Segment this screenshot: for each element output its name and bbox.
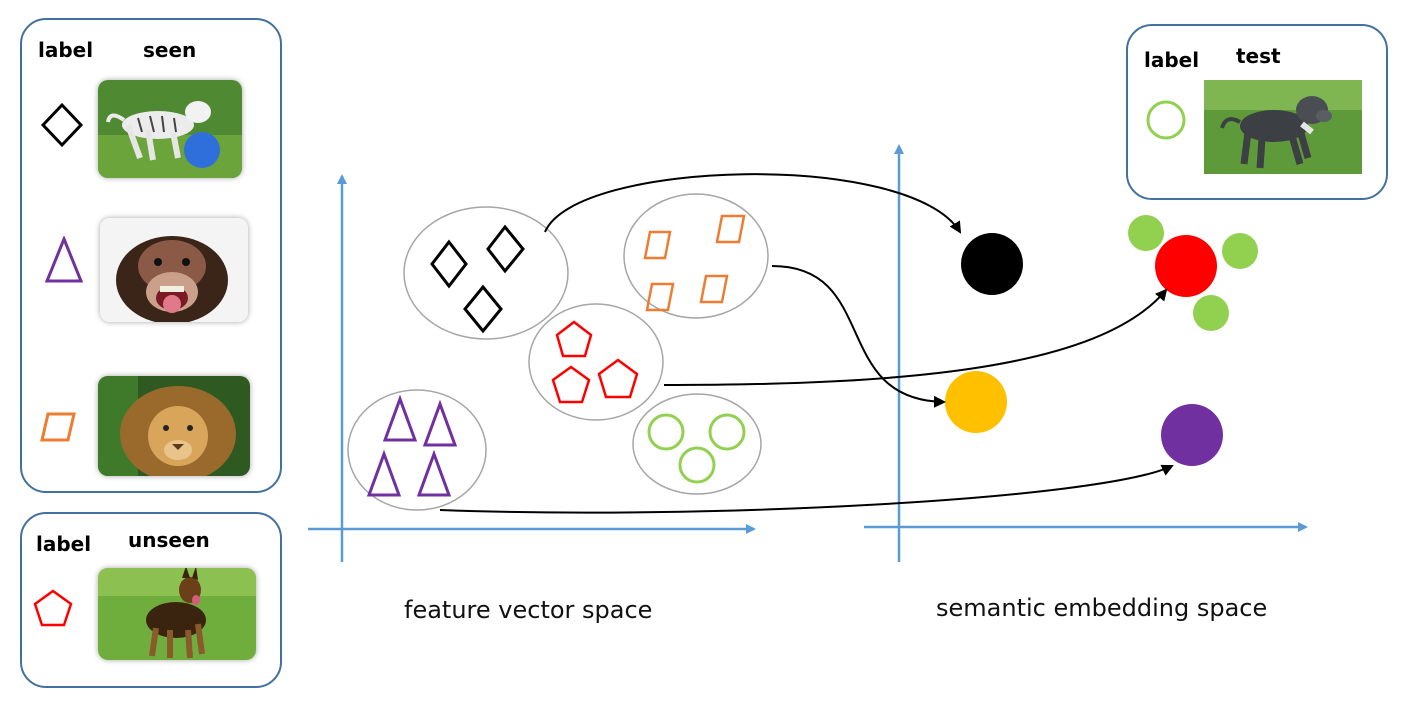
- test-panel: label test: [1126, 24, 1388, 200]
- diamond-icon: [463, 284, 503, 334]
- triangle-icon: [416, 449, 452, 497]
- green-test-embedding: [1128, 215, 1164, 251]
- parallelogram-cluster: [623, 193, 769, 319]
- circle-icon: [708, 413, 746, 451]
- feature-space-caption: feature vector space: [404, 596, 653, 624]
- test-title: test: [1236, 44, 1281, 68]
- red-class-embedding: [1155, 235, 1217, 297]
- semantic-space-axes: [864, 144, 1308, 562]
- circle-icon: [678, 446, 716, 484]
- triangle-icon: [382, 394, 418, 442]
- diamond-icon: [430, 239, 468, 289]
- diamond-mapping-arrow: [544, 173, 962, 234]
- seen-title: seen: [143, 38, 197, 62]
- pentagon-mapping-arrow: [663, 288, 1168, 386]
- white-tiger-image: [98, 80, 242, 178]
- black-class-embedding: [961, 233, 1023, 295]
- parallelogram-icon: [643, 230, 672, 260]
- diamond-icon: [486, 224, 525, 274]
- circle-cluster: [632, 393, 762, 495]
- red-class-embedding-group: [1128, 215, 1258, 331]
- triangle-icon: [422, 399, 458, 447]
- test-label-header: label: [1144, 48, 1200, 72]
- triangle-icon: [44, 236, 84, 283]
- seen-panel: label seen: [20, 18, 282, 493]
- semantic-space-caption: semantic embedding space: [936, 594, 1268, 622]
- feature-space-axes: [308, 174, 756, 562]
- pentagon-cluster: [528, 303, 664, 421]
- unseen-label-header: label: [36, 532, 92, 556]
- yellow-class-embedding: [945, 371, 1007, 433]
- parallelogram-icon: [699, 274, 729, 304]
- diamond-cluster: [403, 206, 569, 340]
- pentagon-icon: [597, 358, 639, 399]
- pit-bull-image: [1204, 80, 1362, 174]
- circle-icon: [1146, 100, 1186, 140]
- unseen-title: unseen: [128, 528, 210, 552]
- chimpanzee-image: [100, 218, 248, 322]
- parallelogram-icon: [715, 214, 746, 244]
- german-shepherd-image: [98, 568, 256, 660]
- triangle-mapping-arrow: [439, 464, 1174, 514]
- parallelogram-icon: [40, 412, 76, 442]
- green-test-embedding: [1222, 233, 1258, 269]
- green-test-embedding: [1193, 295, 1229, 331]
- circle-icon: [647, 413, 685, 451]
- pentagon-icon: [33, 589, 73, 627]
- lion-image: [98, 376, 250, 476]
- parallelogram-icon: [645, 282, 675, 312]
- triangle-icon: [366, 449, 402, 497]
- seen-label-header: label: [38, 38, 94, 62]
- unseen-panel: label unseen: [20, 512, 282, 688]
- pentagon-icon: [555, 320, 593, 358]
- pentagon-icon: [551, 365, 591, 404]
- parallelogram-mapping-arrow: [771, 265, 946, 408]
- purple-class-embedding: [1161, 404, 1223, 466]
- diamond-icon: [40, 102, 84, 148]
- triangle-cluster: [347, 389, 487, 511]
